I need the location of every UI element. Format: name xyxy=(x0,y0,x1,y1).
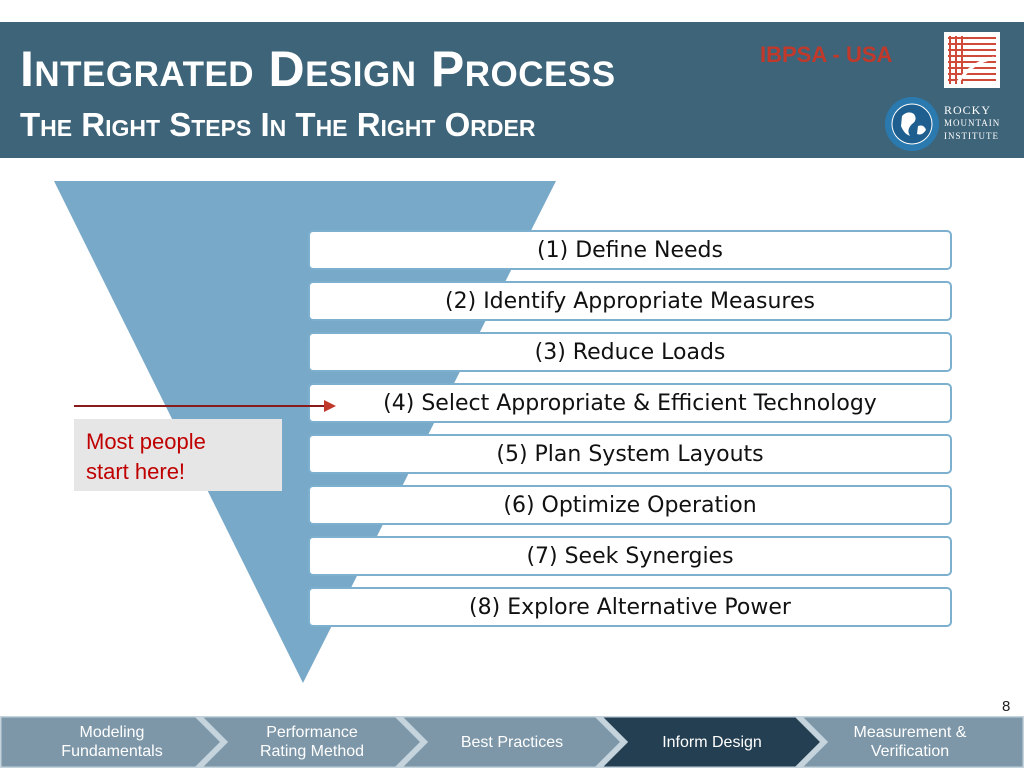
nav-item-1-line-1: Modeling xyxy=(79,724,145,741)
rmi-line-2: MOUNTAIN xyxy=(944,118,1001,128)
rmi-line-3: INSTITUTE xyxy=(944,131,999,141)
nav-bg-4 xyxy=(597,716,825,768)
step-8: (8) Explore Alternative Power xyxy=(308,587,952,627)
nav-item-performance-rating-method[interactable]: Performance Rating Method xyxy=(214,716,410,768)
nav-item-measurement-verification[interactable]: Measurement & Verification xyxy=(812,716,1008,768)
nav-item-5-line-1: Measurement & xyxy=(853,724,967,741)
callout-box: Most people start here! xyxy=(74,419,282,491)
step-7: (7) Seek Synergies xyxy=(308,536,952,576)
rmi-line-1: ROCKY xyxy=(944,103,992,117)
nav-item-best-practices[interactable]: Best Practices xyxy=(414,716,610,768)
callout-line-2: start here! xyxy=(86,459,186,484)
page-subtitle: The Right Steps In The Right Order xyxy=(20,106,536,143)
step-5: (5) Plan System Layouts xyxy=(308,434,952,474)
nav-bg-5 xyxy=(797,716,1024,768)
step-6: (6) Optimize Operation xyxy=(308,485,952,525)
page-title: Integrated Design Process xyxy=(20,41,616,97)
step-1: (1) Define Needs xyxy=(308,230,952,270)
nav-item-2-line-1: Performance xyxy=(266,724,358,741)
nav-bg-1 xyxy=(0,716,225,768)
section-nav: Modeling Fundamentals Performance Rating… xyxy=(0,716,1024,768)
step-4: (4) Select Appropriate & Efficient Techn… xyxy=(308,383,952,423)
step-2: (2) Identify Appropriate Measures xyxy=(308,281,952,321)
globe-icon xyxy=(885,97,939,151)
step-3: (3) Reduce Loads xyxy=(308,332,952,372)
nav-item-3-line-1: Best Practices xyxy=(460,733,564,751)
nav-item-5-line-2: Verification xyxy=(870,743,950,760)
nav-item-inform-design[interactable]: Inform Design xyxy=(614,716,810,768)
nav-item-1-line-2: Fundamentals xyxy=(61,743,163,760)
nav-item-2-line-2: Rating Method xyxy=(259,743,365,760)
nav-item-4-line-1: Inform Design xyxy=(662,733,762,751)
header-banner xyxy=(0,22,1024,158)
ibpsa-text: IBPSA - USA xyxy=(760,42,893,67)
nav-bg-3 xyxy=(397,716,625,768)
nav-item-modeling-fundamentals[interactable]: Modeling Fundamentals xyxy=(14,716,210,768)
callout-line-1: Most people xyxy=(86,429,206,454)
ibpsa-logo-icon xyxy=(944,32,1000,88)
nav-bg-2 xyxy=(197,716,425,768)
rmi-logo-text: ROCKY MOUNTAIN INSTITUTE xyxy=(944,104,1000,143)
page-number: 8 xyxy=(1002,698,1011,715)
